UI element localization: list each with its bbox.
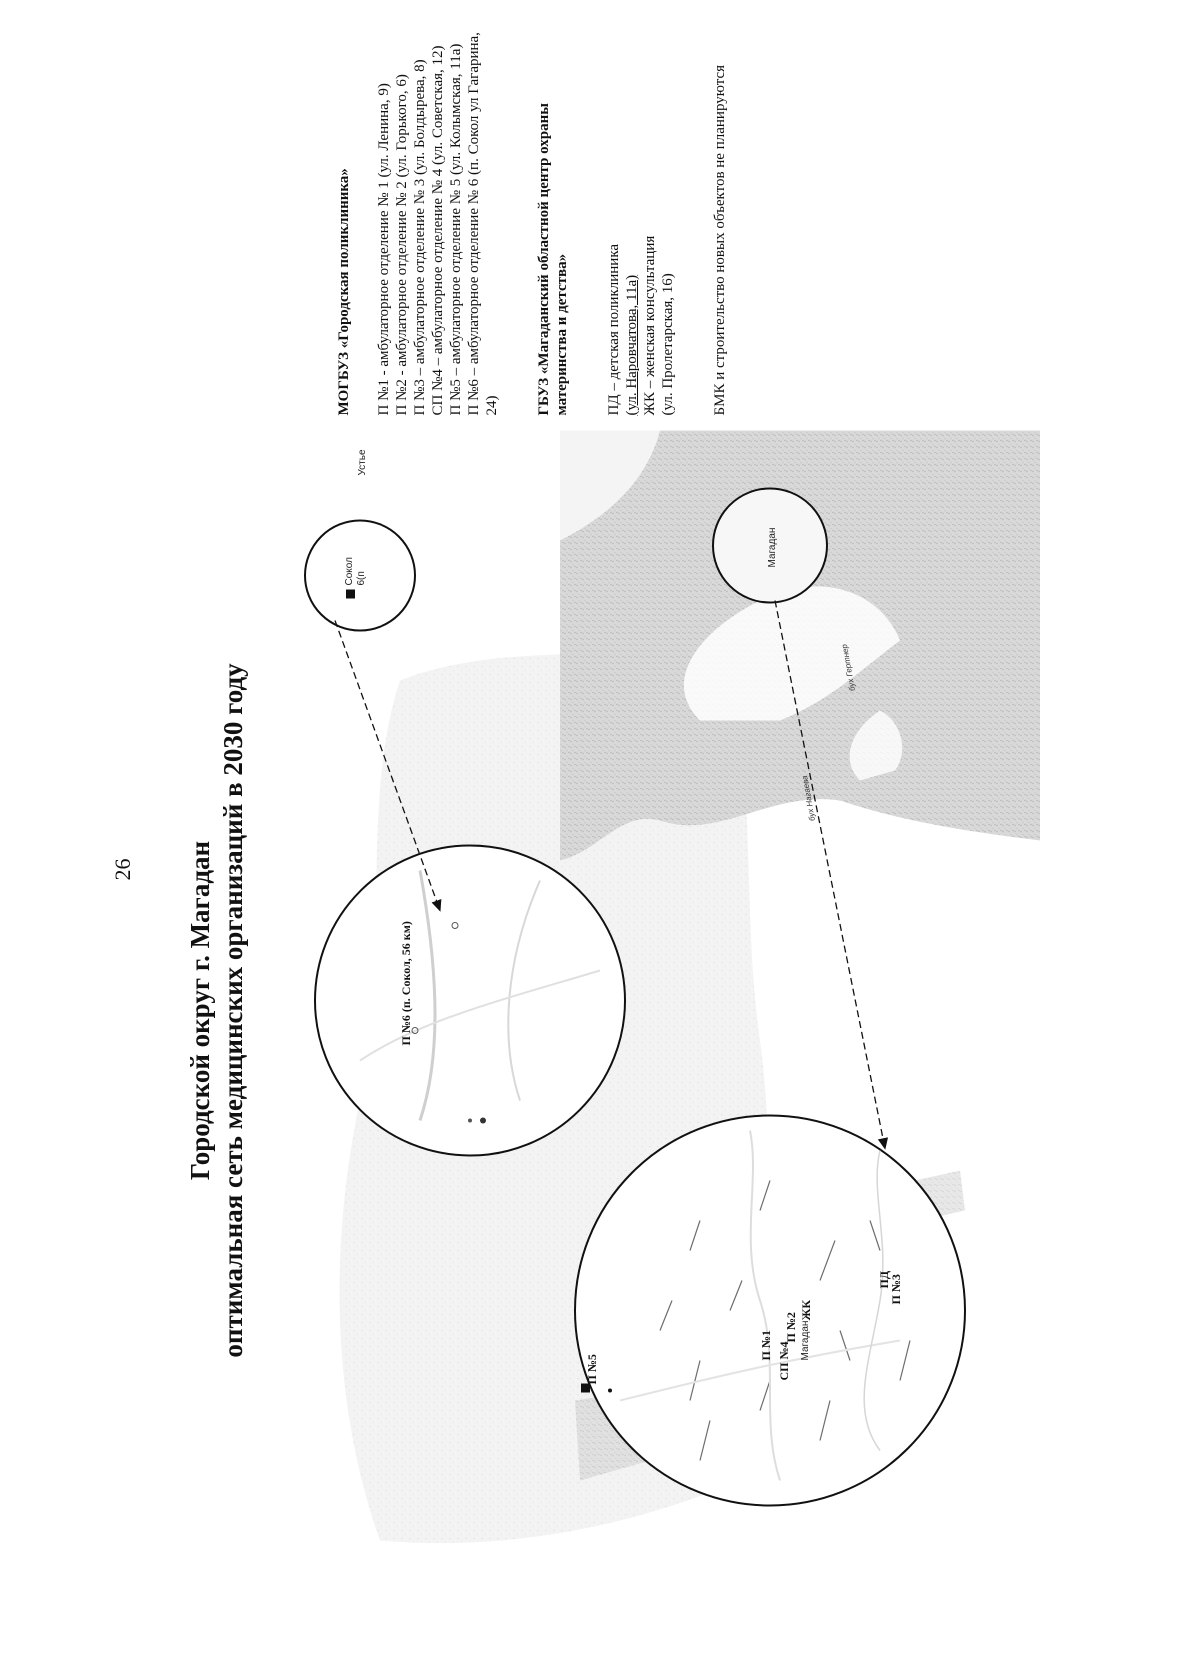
label-ustye: Устье (357, 449, 368, 475)
label-pd: ПД (877, 1270, 891, 1288)
label-magadan-small: Магадан (767, 528, 778, 568)
label-p2: П №2 (784, 1312, 798, 1342)
legend-item-zhk-address: (ул. Пролетарская, 16) (660, 273, 676, 416)
label-magadan-city: Магадан (800, 1321, 811, 1361)
inset-circle-magadan: П №1 СП №4 П №2 Магадан ЖК ПД П №3 (574, 1114, 966, 1507)
legend-item-sp4: СП №4 – амбулаторное отделение № 4 (ул. … (430, 45, 446, 416)
small-circle-magadan: Магадан (712, 487, 828, 604)
inset-circle-sokol: П №6 (п. Сокол, 56 км) (314, 844, 626, 1157)
legend-item-p3: П №3 – амбулаторное отделение № 3 (ул. Б… (412, 59, 428, 416)
label-sokol-small-2: 6(п (356, 571, 367, 585)
marker-p5: П №5 (581, 1354, 612, 1393)
legend-org2-header: ГБУЗ «Магаданский областной центр охраны… (536, 103, 570, 416)
legend-note: БМК и строительство новых объектов не пл… (712, 64, 728, 416)
legend-item-p1: П №1 - амбулаторное отделение № 1 (ул. Л… (376, 83, 392, 416)
label-p1: П №1 (759, 1330, 773, 1360)
legend-item-pd: ПД – детская поликлиника (606, 243, 622, 416)
legend-item-p2: П №2 - амбулаторное отделение № 2 (ул. Г… (394, 74, 410, 416)
label-sp4: СП №4 (777, 1341, 791, 1380)
legend-item-p5: П №5 – амбулаторное отделение № 5 (ул. К… (448, 43, 464, 416)
label-p3: П №3 (889, 1274, 903, 1304)
legend-item-pd-address: (ул. Наровчатова, 11а) (624, 274, 640, 416)
label-zhk: ЖК (799, 1300, 813, 1321)
label-sokol-small: Сокол (344, 557, 355, 586)
label-p5: П №5 (585, 1354, 599, 1384)
small-circle-sokol: Сокол 6(п Устье (304, 449, 416, 632)
legend-item-p6: П №6 – амбулаторное отделение № 6 (п. Со… (466, 32, 500, 416)
sea-area (560, 430, 1040, 861)
legend-item-zhk: ЖК – женская консультация (642, 235, 658, 416)
legend-org1-header: МОГБУЗ «Городская поликлиника» (336, 168, 352, 416)
connector-arrows (334, 600, 889, 1150)
label-p6-sokol: П №6 (п. Сокол, 56 км) (399, 921, 413, 1045)
legend: МОГБУЗ «Городская поликлиника» П №1 - ам… (335, 16, 729, 416)
